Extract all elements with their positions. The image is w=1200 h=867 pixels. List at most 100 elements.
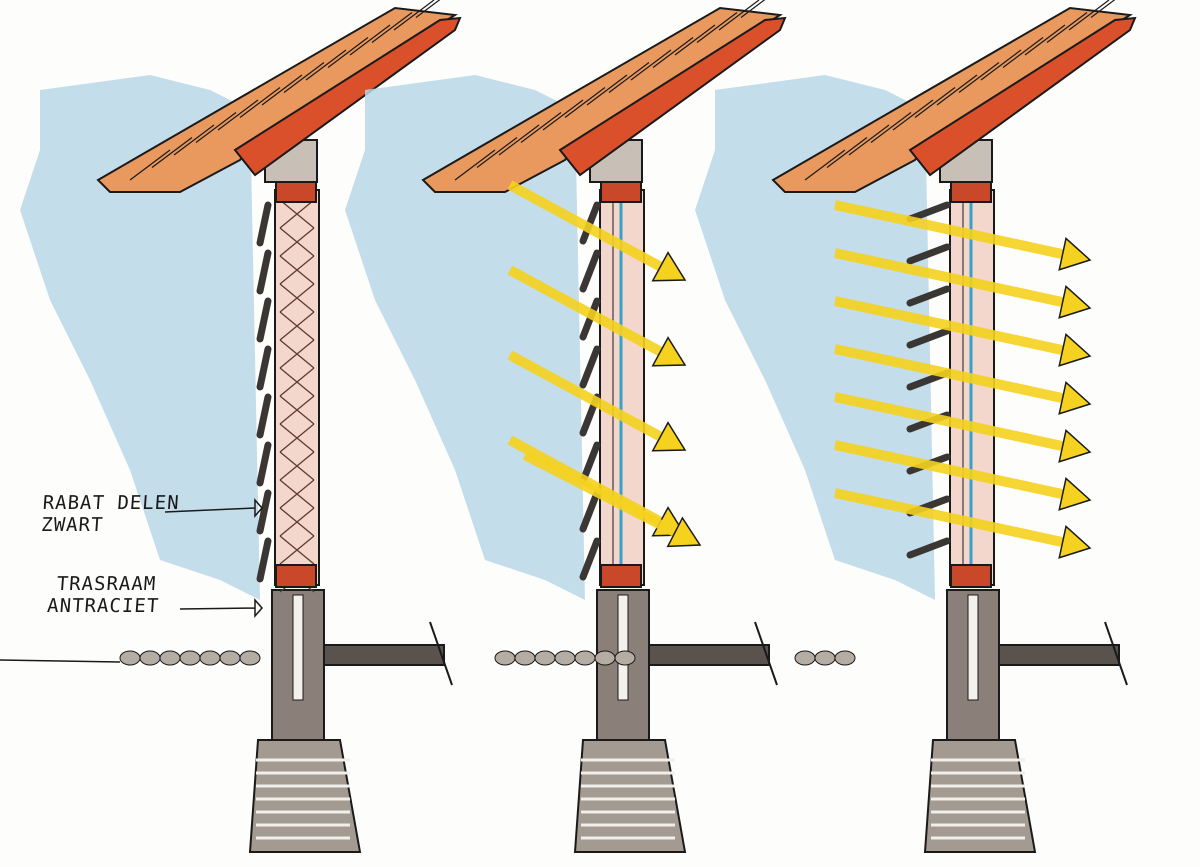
ground-stone xyxy=(834,650,856,666)
insulation-hatch xyxy=(279,423,315,453)
roof-hatch xyxy=(586,74,628,106)
airflow-arrow-shaft xyxy=(833,296,1064,355)
ground-stone xyxy=(614,650,636,666)
ground-stone xyxy=(534,650,556,666)
roof-hatch xyxy=(980,49,1022,81)
roof-hatch xyxy=(914,87,956,118)
ground-stone xyxy=(494,650,516,666)
airflow-arrow-shaft xyxy=(507,180,663,272)
ground-stone xyxy=(199,650,221,666)
roof-hatch xyxy=(371,12,413,43)
roof-hatch xyxy=(848,124,890,156)
insulation-hatch xyxy=(279,451,315,481)
roof-hatch xyxy=(870,112,912,143)
airflow-arrow-head xyxy=(1058,477,1092,511)
roof-hatch xyxy=(173,124,215,156)
ground-stone xyxy=(119,650,141,666)
airflow-arrow-shaft xyxy=(507,350,663,442)
cladding-louver xyxy=(256,297,272,343)
cladding-louver xyxy=(256,489,272,535)
plinth-leader-arrow xyxy=(179,598,263,618)
roof-hatch xyxy=(674,24,716,56)
roof-hatch xyxy=(1002,37,1044,68)
cladding-louver xyxy=(906,327,951,349)
head-beam xyxy=(275,181,317,203)
ground-stone xyxy=(794,650,816,666)
roof-hatch xyxy=(1068,0,1110,31)
ground-stone xyxy=(159,650,181,666)
cladding-louver xyxy=(256,201,272,247)
roof-hatch xyxy=(151,137,193,168)
insulation-hatch xyxy=(279,535,315,565)
airflow-arrow-head xyxy=(1058,285,1092,319)
roof-hatch xyxy=(958,62,1000,93)
insulation-hatch xyxy=(279,479,315,509)
cladding-label-line2: ZWART xyxy=(40,514,105,536)
sill-beam xyxy=(275,564,317,588)
insulation-hatch xyxy=(279,227,315,257)
sill-beam xyxy=(600,564,642,588)
airflow-arrow-head xyxy=(651,421,687,452)
ground-stone xyxy=(554,650,576,666)
head-beam xyxy=(950,181,992,203)
ground-stone xyxy=(239,650,261,666)
roof-hatch xyxy=(804,149,846,181)
roof-hatch xyxy=(415,0,441,18)
roof-hatch xyxy=(327,37,369,68)
roof-hatch xyxy=(498,124,540,156)
roof-hatch xyxy=(305,49,347,81)
sky-wash xyxy=(20,75,260,600)
cladding-louver xyxy=(579,489,601,533)
roof-fascia xyxy=(233,16,462,177)
foundation xyxy=(923,739,1037,853)
airflow-arrow-shaft xyxy=(833,488,1064,547)
insulation-hatch xyxy=(279,367,315,397)
cladding-louver xyxy=(256,249,272,295)
airflow-arrow-head xyxy=(651,251,687,282)
cladding-leader-arrow xyxy=(164,498,263,518)
roof-hatch xyxy=(1090,0,1116,18)
roof-hatch xyxy=(696,12,738,43)
cladding-louver xyxy=(579,345,601,389)
insulation-hatch xyxy=(279,255,315,285)
cladding-louver xyxy=(906,201,951,223)
cladding-louver xyxy=(256,393,272,439)
insulation-hatch xyxy=(279,395,315,425)
floor-slab xyxy=(323,644,445,666)
foundation xyxy=(248,739,362,853)
plinth-insulation xyxy=(967,594,979,701)
ground-stone xyxy=(219,650,241,666)
insulation-hatch xyxy=(279,283,315,313)
roof-hatch xyxy=(892,99,934,131)
wall-section-closed-cladding xyxy=(20,0,462,853)
ground-stone xyxy=(814,650,836,666)
roof-hatch xyxy=(454,149,496,181)
roof-hatch xyxy=(740,0,766,18)
airflow-arrow-shaft xyxy=(522,450,678,537)
roof-hatch xyxy=(718,0,760,31)
foundation xyxy=(573,739,687,853)
airflow-arrow-head xyxy=(1058,381,1092,415)
roof-hatch xyxy=(283,62,325,93)
roof-hatch xyxy=(261,74,303,106)
roof-hatch xyxy=(630,49,672,81)
cladding-louver xyxy=(906,243,951,265)
roof-hatch xyxy=(608,62,650,93)
ground-stone xyxy=(594,650,616,666)
cladding-louver xyxy=(256,441,272,487)
roof-hatch xyxy=(564,87,606,118)
insulation-hatch xyxy=(279,507,315,537)
sill-beam xyxy=(950,564,992,588)
airflow-arrow-shaft xyxy=(507,265,663,357)
roof-hatch xyxy=(652,37,694,68)
cladding-louver xyxy=(256,345,272,391)
insulation-hatch xyxy=(279,199,315,229)
ground-stone xyxy=(139,650,161,666)
plinth-insulation xyxy=(292,594,304,701)
roof-hatch xyxy=(1046,12,1088,43)
plinth-insulation xyxy=(617,594,629,701)
airflow-arrow-head xyxy=(651,336,687,367)
ground-level-line xyxy=(0,659,121,663)
